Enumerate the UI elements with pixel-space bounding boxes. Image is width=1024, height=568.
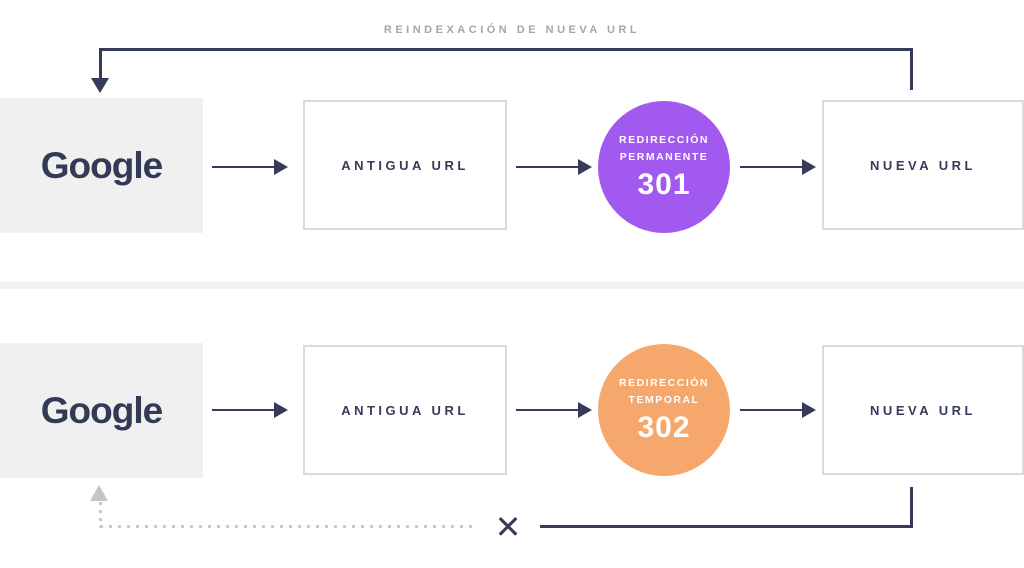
redirect-type-line2: PERMANENTE (619, 150, 709, 163)
nueva-url-box-301: NUEVA URL (822, 100, 1024, 230)
google-logo: Google (40, 144, 163, 186)
reindexation-label: REINDEXACIÓN DE NUEVA URL (383, 24, 641, 36)
arrow-head (578, 159, 592, 175)
arrow-shaft (740, 165, 804, 168)
arrow-down-icon (91, 78, 109, 93)
arrow-head (802, 159, 816, 175)
nueva-url-box-302: NUEVA URL (822, 345, 1024, 475)
bottom-feedback-line-right (910, 487, 913, 527)
dotted-return-line (100, 525, 478, 528)
top-feedback-line-horizontal (99, 48, 913, 51)
arrow-head (578, 402, 592, 418)
blocked-x-icon: ✕ (494, 508, 522, 546)
redirect-code: 302 (637, 410, 691, 444)
antigua-url-box-302: ANTIGUA URL (303, 345, 507, 475)
google-panel-301: Google (0, 98, 203, 233)
dotted-return-line-vertical (99, 502, 102, 528)
redirect-302-circle: REDIRECCIÓN TEMPORAL 302 (598, 344, 730, 476)
arrow-shaft (516, 408, 580, 411)
arrow-right-icon (516, 402, 608, 418)
arrow-shaft (740, 408, 804, 411)
antigua-url-label: ANTIGUA URL (341, 402, 469, 418)
arrow-head (274, 402, 288, 418)
arrow-right-icon (212, 159, 304, 175)
arrow-shaft (212, 165, 276, 168)
google-logo: Google (40, 389, 163, 431)
section-divider (0, 282, 1024, 289)
top-feedback-line-left (99, 48, 102, 78)
google-panel-302: Google (0, 343, 203, 478)
redirect-code: 301 (637, 167, 691, 201)
arrow-shaft (516, 165, 580, 168)
bottom-feedback-line-horizontal (540, 525, 913, 528)
redirect-type-line1: REDIRECCIÓN (618, 377, 709, 390)
arrow-head (274, 159, 288, 175)
antigua-url-label: ANTIGUA URL (341, 157, 469, 173)
antigua-url-box-301: ANTIGUA URL (303, 100, 507, 230)
arrow-shaft (212, 408, 276, 411)
top-feedback-line-right (910, 48, 913, 90)
arrow-head (802, 402, 816, 418)
nueva-url-label: NUEVA URL (870, 157, 976, 173)
nueva-url-label: NUEVA URL (870, 402, 976, 418)
arrow-right-icon (740, 159, 832, 175)
redirect-301-circle: REDIRECCIÓN PERMANENTE 301 (598, 101, 730, 233)
arrow-right-icon (212, 402, 304, 418)
redirect-type-line1: REDIRECCIÓN (618, 134, 709, 147)
arrow-right-icon (740, 402, 832, 418)
arrow-right-icon (516, 159, 608, 175)
gray-arrow-up-icon (90, 485, 108, 501)
redirect-type-line2: TEMPORAL (628, 393, 700, 406)
